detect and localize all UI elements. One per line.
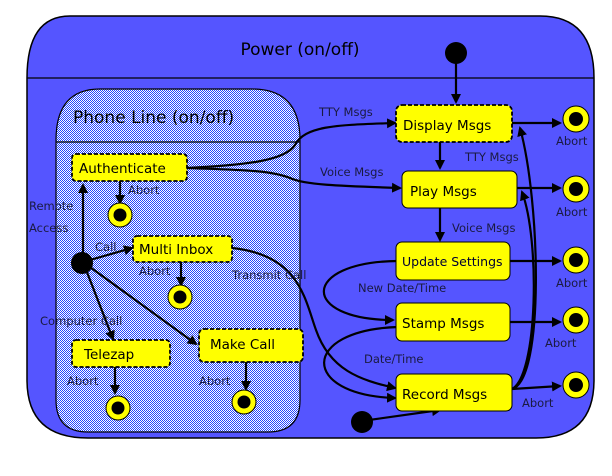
final-state-multiinbox — [167, 284, 193, 310]
edge-update-stamp — [322, 259, 399, 325]
edge-record-display — [511, 126, 537, 391]
label-abort-update: Abort — [556, 276, 588, 290]
state-record-msgs[interactable]: Record Msgs — [395, 373, 513, 412]
final-state-stamp — [562, 306, 590, 334]
label-call: Call — [95, 240, 116, 254]
final-state-record — [562, 371, 590, 399]
edge-init-telezap — [81, 261, 115, 341]
label-remote: Remote — [29, 199, 73, 213]
state-display-msgs[interactable]: Display Msgs — [395, 104, 513, 143]
label-tty-msgs-2: TTY Msgs — [464, 150, 519, 164]
label-abort-stamp: Abort — [545, 336, 577, 350]
state-make-call[interactable]: Make Call — [198, 328, 304, 363]
label-voice-msgs-2: Voice Msgs — [452, 221, 515, 235]
power-title: Power (on/off) — [240, 40, 359, 60]
state-label: Multi Inbox — [139, 242, 213, 258]
label-tty-msgs-1: TTY Msgs — [318, 105, 373, 119]
label-abort-record: Abort — [522, 396, 554, 410]
final-states — [105, 105, 590, 421]
edge-auth-display — [186, 118, 397, 170]
label-abort-telezap: Abort — [67, 374, 99, 388]
state-label: Telezap — [83, 347, 134, 363]
label-abort-display: Abort — [556, 134, 588, 148]
label-transmit-call: Transmit Call — [231, 268, 306, 282]
state-label: Record Msgs — [402, 387, 487, 403]
edge-auth-play — [186, 166, 402, 193]
label-abort-auth: Abort — [128, 183, 160, 197]
state-label: Authenticate — [79, 161, 166, 177]
final-state-display — [562, 105, 590, 133]
label-date-time: Date/Time — [364, 352, 424, 366]
state-label: Make Call — [210, 337, 275, 353]
state-label: Play Msgs — [410, 184, 477, 200]
state-label: Update Settings — [402, 254, 503, 269]
final-state-update — [562, 246, 590, 274]
state-telezap[interactable]: Telezap — [71, 339, 171, 368]
edge-multiinbox-record — [231, 246, 397, 392]
state-label: Display Msgs — [403, 118, 491, 134]
transition-labels: Remote Access Call Computer Call Transmi… — [29, 105, 588, 410]
state-stamp-msgs[interactable]: Stamp Msgs — [395, 302, 511, 342]
initial-state-phone-line — [71, 252, 93, 274]
state-authenticate[interactable]: Authenticate — [71, 153, 188, 182]
edge-initial-record — [361, 406, 442, 423]
initial-state-record — [351, 411, 373, 433]
label-abort-play: Abort — [556, 205, 588, 219]
phone-line-title: Phone Line (on/off) — [73, 108, 234, 128]
final-state-play — [562, 175, 590, 203]
state-label: Stamp Msgs — [402, 316, 484, 332]
label-new-date-time: New Date/Time — [358, 281, 446, 295]
final-state-auth — [107, 202, 133, 228]
edge-stamp-record — [323, 325, 399, 403]
state-multi-inbox[interactable]: Multi Inbox — [132, 235, 233, 263]
edge-record-play — [511, 190, 535, 390]
label-computer-call: Computer Call — [40, 314, 122, 328]
edge-init-makecall — [82, 261, 198, 346]
label-access: Access — [29, 221, 68, 235]
final-state-telezap — [105, 395, 131, 421]
label-abort-makecall: Abort — [199, 374, 231, 388]
final-state-makecall — [231, 389, 257, 415]
label-abort-multiinbox: Abort — [139, 264, 171, 278]
initial-state-power — [445, 42, 467, 64]
state-play-msgs[interactable]: Play Msgs — [401, 170, 518, 209]
state-update-settings[interactable]: Update Settings — [395, 241, 511, 281]
edge-record-abort — [511, 381, 562, 392]
label-voice-msgs-1: Voice Msgs — [320, 165, 383, 179]
